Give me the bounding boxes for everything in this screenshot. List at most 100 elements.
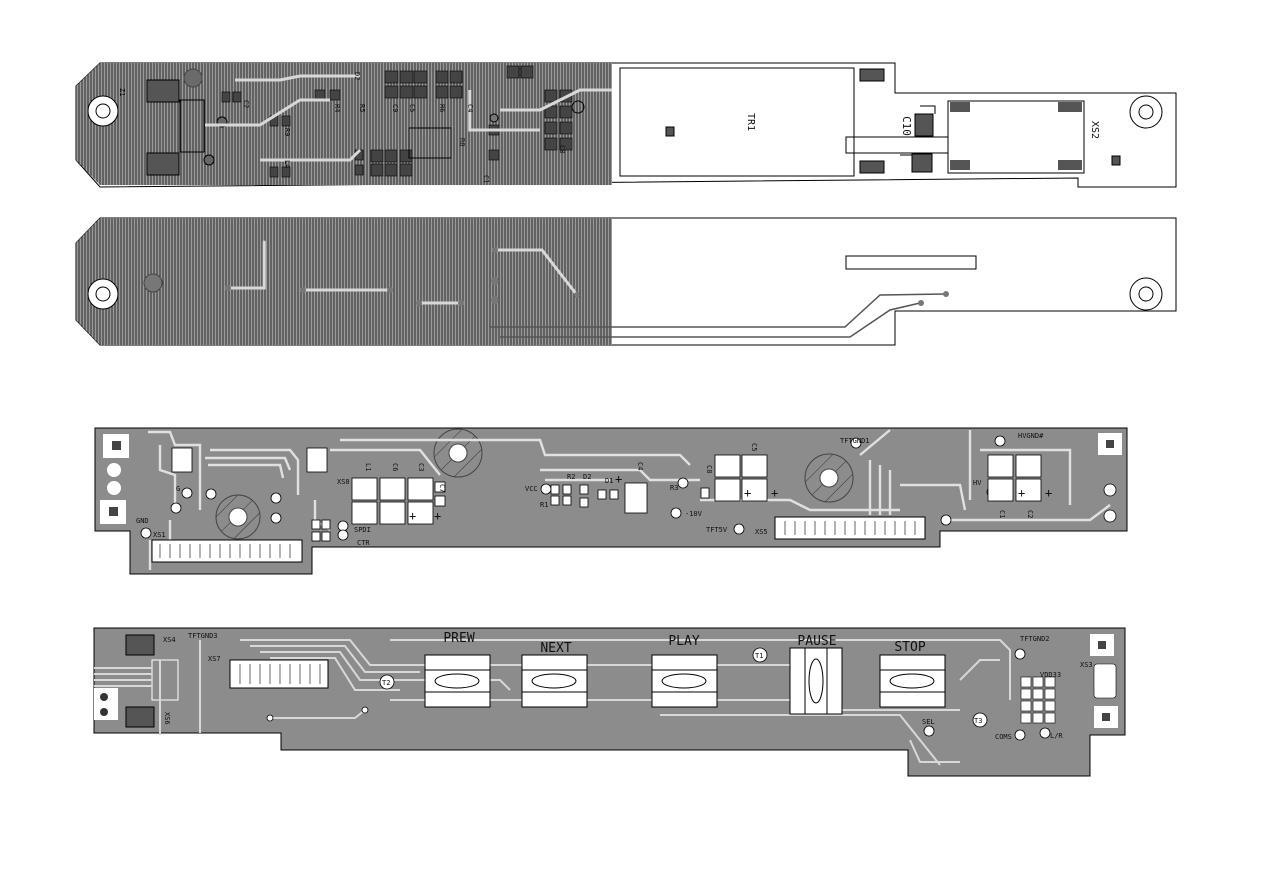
polarity-mark: + [744,486,751,500]
ref-label: XS5 [755,528,768,536]
button-label-play: PLAY [668,634,699,649]
ref-label: D1 [605,477,613,485]
polarity-mark: + [1018,486,1025,500]
ref-label: R3 [670,484,678,492]
ref-label: GND [136,517,149,525]
connector-pin [107,463,121,477]
ref-label: G [176,485,180,493]
board-3: + + + + + + + XS8 XS1 XS5 GND SPDI CTR V… [94,427,1128,575]
hatched-hole-inner [448,443,468,463]
ref-label: HVGND# [1018,432,1044,440]
via [203,154,215,166]
polarity-mark: + [409,509,416,523]
ref-label: C4 [636,462,644,470]
ref-label: C1 [998,510,1006,518]
ref-label: TFTGND2 [1020,635,1050,643]
ref-label: C3 [417,463,425,471]
ref-label: L1 [364,463,372,471]
ref-label: L4 [283,160,291,168]
via [489,113,499,123]
ref-label: VDD33 [1040,671,1061,679]
ref-label: C6 [391,463,399,471]
board-4: PREW NEXT PLAY PAUSE STOP XS4 XS7 XS3 TF… [93,627,1126,777]
via [183,68,203,88]
connector-xs1 [151,539,303,563]
smd-pad [911,153,933,173]
via [571,100,585,114]
ref-label: VCC [525,485,538,493]
mounting-hole [87,278,119,310]
ref-label: C2 [242,100,250,108]
button-footprint-prew [424,654,491,708]
c10-label: C10 [900,116,913,136]
corner-pad-mark [1106,440,1114,448]
button-label-next: NEXT [540,641,571,656]
ref-label: COMS [995,733,1012,741]
smd-pad [859,160,885,174]
ref-label: CTR [357,539,370,547]
smd-pad [125,634,155,656]
polarity-mark: + [615,472,622,486]
ref-label: XS7 [208,655,221,663]
ref-label: R2 [567,473,575,481]
button-footprint-stop [879,654,946,708]
board-2 [75,217,1177,346]
smd-pad [1111,155,1121,166]
ref-label: L/R [1050,732,1063,740]
button-footprint-next [521,654,588,708]
ic-outline [408,127,452,159]
ref-label: R1 [540,501,548,509]
tr1-label: TR1 [745,113,756,131]
via [943,291,949,297]
hatched-hole-inner [228,507,248,527]
ref-label: T2 [382,679,390,687]
ref-label: XS6 [163,712,171,725]
ref-label: XS4 [163,636,176,644]
polarity-mark: + [771,486,778,500]
ref-label: R4 [333,104,341,112]
smd-pad [859,68,885,82]
ref-label: D2 [353,72,361,80]
connector-pin [107,481,121,495]
ref-label: C9 [391,104,399,112]
ref-label: TFT5V [706,526,728,534]
ref-label: -10V [685,510,703,518]
component-outline [179,99,205,153]
connector-xs5 [774,516,926,540]
button-footprint-play [651,654,718,708]
button-label-prew: PREW [443,631,474,646]
outline-strip [845,255,977,270]
corner-pad-mark [1098,641,1106,649]
smd-pad [950,160,970,170]
button-footprint-pause [789,647,843,715]
smd-pad [950,102,970,112]
board-1: TR1 C10 XS2 Z1 D2 R4 R5 C9 C5 R6 C4 C8 R… [75,62,1177,188]
smd-pad [125,706,155,728]
ref-label: Z1 [118,88,126,96]
connector-xs7 [229,659,329,689]
polarity-mark: + [1045,486,1052,500]
ref-label: C7 [438,484,446,492]
connector-pin [100,693,108,701]
ref-label: TFTGND3 [188,632,218,640]
ref-label: C2 [1026,510,1034,518]
xs2-label: XS2 [1089,121,1100,139]
ref-label: C8 [558,145,566,153]
mounting-hole [1129,277,1163,311]
ref-label: R8 [458,138,466,146]
ref-label: XS1 [153,531,166,539]
via [143,273,163,293]
ref-label: T1 [755,652,763,660]
ref-label: XS8 [337,478,350,486]
smd-pad [146,79,180,103]
via [918,300,924,306]
ref-label: XS3 [1080,661,1093,669]
button-label-stop: STOP [894,640,925,655]
smd-pad [146,152,180,176]
ref-label: C4 [466,104,474,112]
ref-label: R5 [358,104,366,112]
corner-pad-mark [112,441,121,450]
ref-label: T3 [974,717,982,725]
mounting-hole [87,95,119,127]
